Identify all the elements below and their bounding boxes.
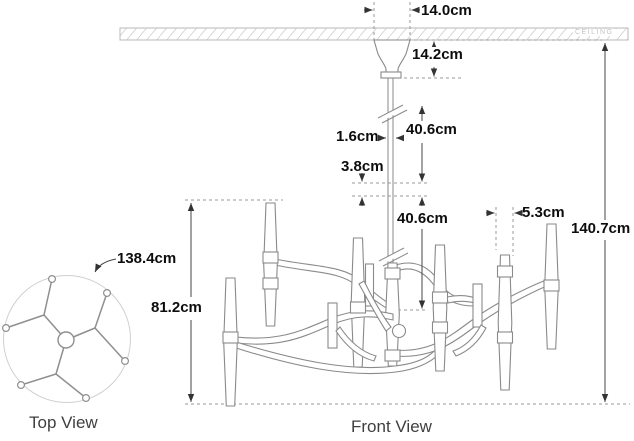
top-view-drawing — [1, 258, 131, 403]
stem-break-upper — [377, 104, 408, 124]
arm-brackets — [327, 263, 483, 349]
dim-canopy-width-label: 14.0cm — [421, 2, 472, 19]
arm-steep-center — [358, 280, 392, 332]
dim-stem-diameter-label: 1.6cm — [336, 128, 379, 145]
candle-tube — [432, 244, 448, 372]
dim-candle-diameter-label: 5.3cm — [522, 204, 565, 221]
hanging-stem — [377, 78, 409, 267]
tube-joints — [222, 251, 560, 362]
dim-upper-stem-label: 40.6cm — [404, 121, 459, 138]
dim-canopy-height-label: 14.2cm — [410, 46, 465, 63]
dim-overall-drop-label: 140.7cm — [569, 220, 633, 237]
candle-tube — [263, 202, 278, 327]
stem-break-lower — [378, 247, 409, 267]
dim-lower-stem-label: 40.6cm — [395, 210, 450, 227]
top-view-hub — [57, 331, 75, 349]
arm-steep-left — [335, 326, 377, 362]
reference-lines — [185, 2, 630, 405]
top-view-candle-tips — [1, 275, 129, 403]
top-view-arms — [5, 278, 126, 399]
dim-fixture-height-label: 81.2cm — [149, 299, 204, 316]
dim-stem-gap-label: 3.8cm — [341, 158, 384, 175]
canopy — [373, 39, 411, 79]
ceiling-label: CEILING — [573, 29, 616, 36]
center-hub — [391, 323, 407, 339]
diameter-leader-line — [94, 258, 117, 273]
candle-tube — [497, 254, 513, 391]
arm-mid-left — [235, 310, 394, 345]
dimension-lines — [187, 6, 609, 402]
front-view-title: Front View — [351, 417, 432, 436]
dim-fixture-diameter-label: 138.4cm — [117, 250, 177, 267]
arm-curl-right — [452, 324, 487, 357]
chandelier-front-view — [222, 202, 560, 407]
top-view-title: Top View — [29, 413, 98, 432]
